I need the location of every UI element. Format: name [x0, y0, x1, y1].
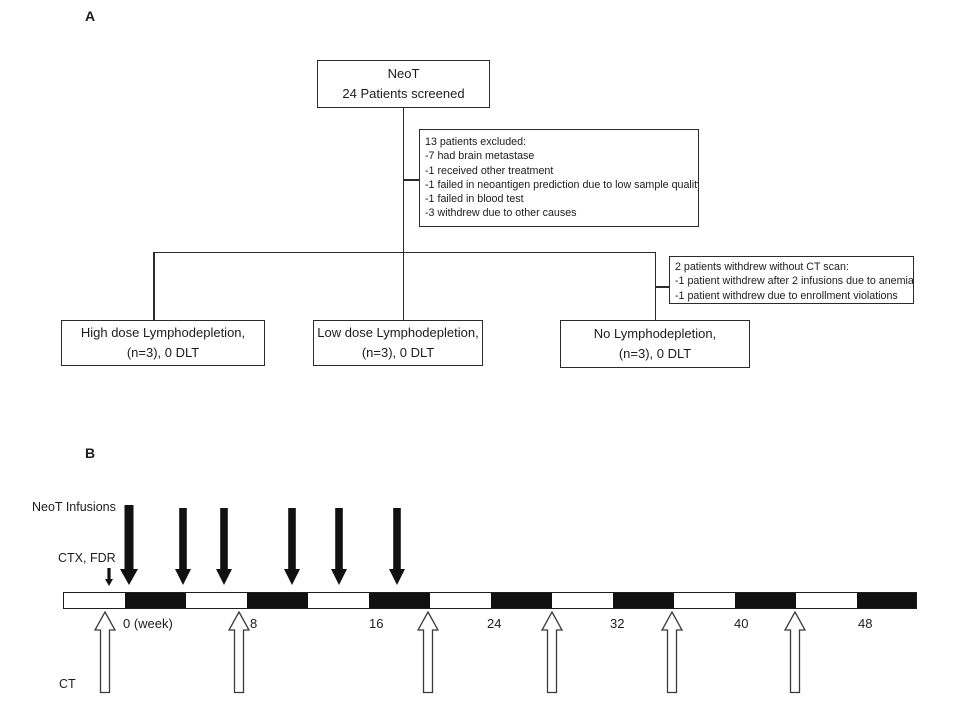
screening-box-line1: NeoT	[387, 66, 420, 81]
withdrawal-line: -1 patient withdrew after 2 infusions du…	[675, 275, 914, 288]
neot-infusions-label: NeoT Infusions	[32, 500, 116, 514]
ct-label: CT	[59, 677, 76, 691]
exclusion-line: -1 failed in neoantigen prediction due t…	[425, 178, 699, 191]
neot-infusion-arrow-icon	[119, 505, 139, 585]
week-tick-label: 40	[734, 616, 749, 631]
arm-box-line2: (n=3), 0 DLT	[126, 345, 200, 360]
ct-arrow-icon	[93, 610, 117, 694]
neot-infusion-arrow-icon	[330, 508, 348, 585]
neot-infusion-arrow-icon	[174, 508, 192, 585]
ct-arrow-icon	[227, 610, 251, 694]
connector-left-drop	[153, 252, 155, 320]
arm-box-line1: High dose Lymphodepletion,	[80, 325, 246, 340]
connector-stem	[402, 108, 405, 322]
panel-b-label: B	[85, 445, 96, 461]
neot-infusion-arrow-icon	[283, 508, 301, 585]
exclusion-line: 13 patients excluded:	[425, 136, 527, 148]
week-tick-label: 48	[858, 616, 873, 631]
arm-box-no-lymphodepletion: No Lymphodepletion, (n=3), 0 DLT	[560, 320, 750, 368]
arm-box-line2: (n=3), 0 DLT	[361, 345, 435, 360]
exclusion-box: 13 patients excluded: -7 had brain metas…	[419, 129, 699, 227]
exclusion-line: -3 withdrew due to other causes	[425, 207, 577, 220]
screening-box: NeoT 24 Patients screened	[317, 60, 490, 108]
ct-arrow-icon	[416, 610, 440, 694]
ct-arrow-icon	[540, 610, 564, 694]
neot-infusion-arrow-icon	[388, 508, 406, 585]
arm-box-line1: Low dose Lymphodepletion,	[317, 325, 479, 340]
ct-arrow-icon	[660, 610, 684, 694]
exclusion-line: -7 had brain metastase	[425, 150, 535, 163]
week-tick-label: 16	[369, 616, 384, 631]
withdrawal-line: 2 patients withdrew without CT scan:	[675, 261, 849, 273]
withdrawal-box: 2 patients withdrew without CT scan: -1 …	[669, 256, 914, 304]
exclusion-line: -1 failed in blood test	[425, 193, 524, 206]
ctx-fdr-arrow-icon	[104, 568, 114, 586]
arm-box-line1: No Lymphodepletion,	[593, 326, 717, 341]
week-tick-label: 24	[487, 616, 502, 631]
week-tick-label: 0 (week)	[123, 616, 173, 631]
timeline-bar	[63, 592, 917, 609]
exclusion-line: -1 received other treatment	[425, 164, 554, 177]
ct-arrow-icon	[783, 610, 807, 694]
connector-exclusion	[403, 179, 419, 181]
arm-box-high-dose: High dose Lymphodepletion, (n=3), 0 DLT	[61, 320, 265, 366]
ctx-fdr-label: CTX, FDR	[58, 551, 116, 565]
arm-box-line2: (n=3), 0 DLT	[618, 346, 692, 361]
panel-a-label: A	[85, 8, 96, 24]
screening-box-line2: 24 Patients screened	[342, 86, 465, 101]
neot-infusion-arrow-icon	[215, 508, 233, 585]
withdrawal-line: -1 patient withdrew due to enrollment vi…	[675, 289, 898, 302]
week-tick-label: 32	[610, 616, 625, 631]
arm-box-low-dose: Low dose Lymphodepletion, (n=3), 0 DLT	[313, 320, 483, 366]
connector-branch	[153, 251, 656, 254]
week-tick-label: 8	[250, 616, 258, 631]
connector-withdrawal	[655, 286, 669, 288]
